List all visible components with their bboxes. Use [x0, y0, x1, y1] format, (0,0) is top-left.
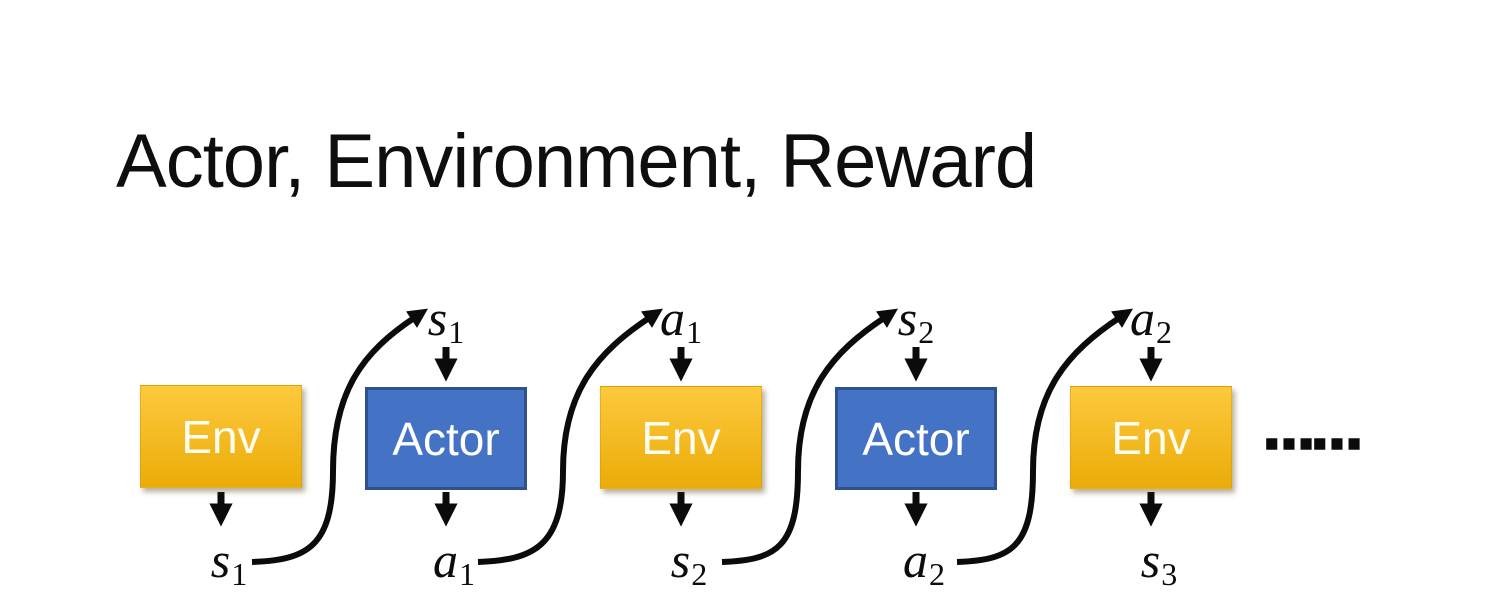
page-title: Actor, Environment, Reward	[116, 119, 1037, 204]
env-box-3-label: Env	[1111, 411, 1191, 464]
env-box-3: Env	[1070, 386, 1232, 489]
flow-curve-s2	[721, 308, 899, 565]
actor-box-1: Actor	[365, 387, 527, 490]
flow-curve-s1	[251, 308, 429, 565]
actor-box-2-label: Actor	[862, 412, 970, 465]
continuation-ellipsis: ……	[1260, 398, 1366, 462]
env-box-1-label: Env	[181, 410, 261, 463]
env-box-1: Env	[140, 385, 302, 488]
flow-curve-a2	[956, 308, 1134, 565]
env-box-2-label: Env	[641, 411, 721, 464]
actor-box-2: Actor	[835, 387, 997, 490]
env-box-2: Env	[600, 386, 762, 489]
flow-curve-a1	[477, 308, 664, 565]
actor-box-1-label: Actor	[392, 412, 500, 465]
